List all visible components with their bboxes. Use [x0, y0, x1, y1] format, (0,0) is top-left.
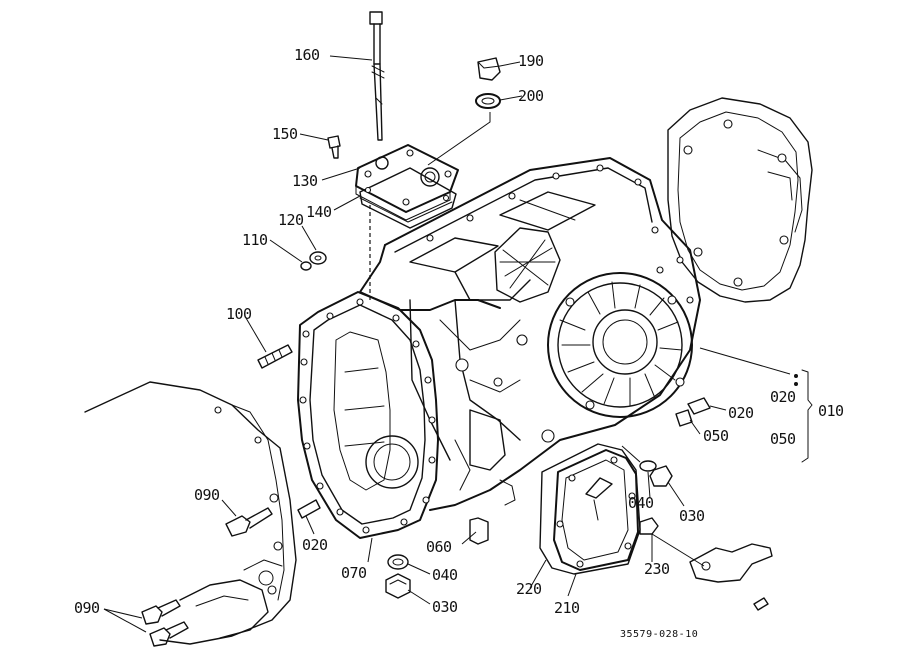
transmission-case: [359, 157, 701, 545]
callout-210: 210: [554, 599, 580, 617]
stud-100: [257, 344, 293, 369]
dowel-020-050-right: [675, 397, 711, 427]
callout-140: 140: [306, 203, 332, 221]
top-cover-assembly: [355, 144, 459, 229]
callout-040-bottom: 040: [432, 566, 458, 584]
callout-050-right: 050: [703, 427, 729, 445]
front-gasket: [297, 291, 439, 539]
callout-090-upper: 090: [194, 486, 220, 504]
callout-100: 100: [226, 305, 252, 323]
rear-housing: [667, 97, 813, 303]
callout-110: 110: [242, 231, 268, 249]
callout-200: 200: [518, 87, 544, 105]
callout-030-bottom: 030: [432, 598, 458, 616]
bolt-090-upper: [225, 507, 273, 537]
bolt-150: [327, 135, 341, 159]
dipstick: [369, 11, 385, 141]
drawing-reference: 35579-028-10: [620, 629, 698, 640]
bolts-090-lower: [141, 599, 189, 647]
callout-020-right: 020: [728, 404, 754, 422]
callout-010: 010: [818, 402, 844, 420]
callout-050-group: 050: [770, 430, 796, 448]
filler-plug: [475, 57, 501, 109]
front-housing: [84, 381, 297, 645]
callout-070: 070: [341, 564, 367, 582]
callout-150: 150: [272, 125, 298, 143]
callout-130: 130: [292, 172, 318, 190]
callout-190: 190: [518, 52, 544, 70]
nut-110-120: [300, 251, 327, 271]
callout-030-right: 030: [679, 507, 705, 525]
callout-020-left: 020: [302, 536, 328, 554]
dowel-pin-020-left: [297, 499, 321, 519]
callout-120: 120: [278, 211, 304, 229]
leader-lines: [103, 55, 791, 633]
bolt-230: [639, 517, 659, 535]
callout-labels: 160 190 200 150 130 140 120 110 100 090 …: [74, 46, 845, 640]
bracket-arm: [689, 543, 773, 611]
callout-040-right: 040: [628, 494, 654, 512]
callout-090-lower: 090: [74, 599, 100, 617]
callout-160: 160: [294, 46, 320, 64]
plug-040-030-bottom: [385, 554, 411, 599]
callout-220: 220: [516, 580, 542, 598]
plug-040-030-right: [639, 460, 673, 487]
callout-230: 230: [644, 560, 670, 578]
side-cover-assembly: [539, 443, 641, 575]
callout-060: 060: [426, 538, 452, 556]
callout-020-group: 020: [770, 388, 796, 406]
